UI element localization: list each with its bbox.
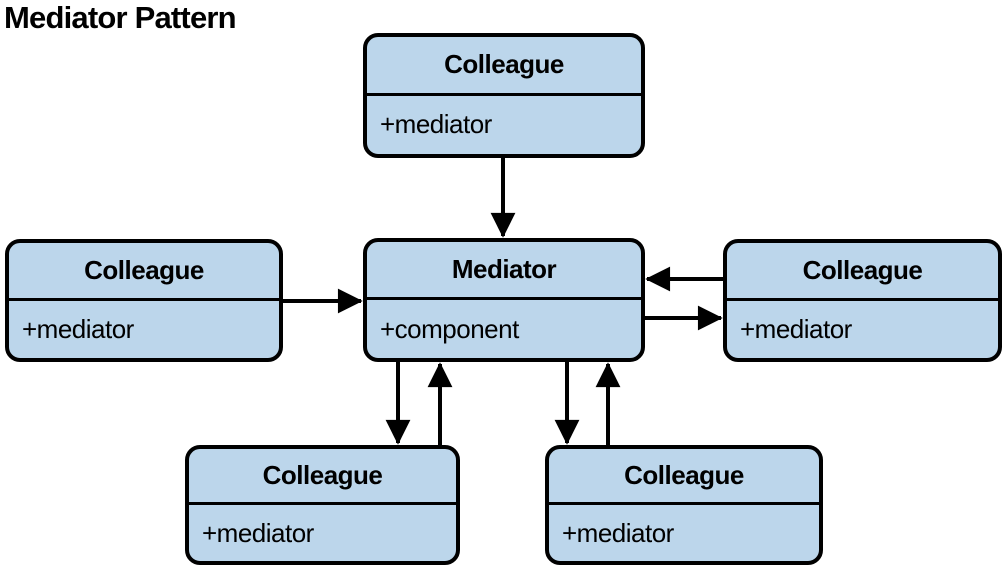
class-name-label: Colleague: [727, 243, 998, 301]
class-box-colleague-bottom-left: Colleague +mediator: [185, 445, 460, 565]
diagram-title: Mediator Pattern: [4, 0, 237, 35]
class-attribute-label: +mediator: [562, 517, 674, 548]
class-box-colleague-bottom-right: Colleague +mediator: [545, 445, 823, 565]
class-name-label: Mediator: [367, 242, 641, 300]
class-name-label: Colleague: [9, 243, 279, 301]
class-attribute-label: +mediator: [22, 313, 134, 344]
class-attribute-label: +mediator: [202, 517, 314, 548]
class-name-label: Colleague: [189, 449, 456, 505]
class-attribute-label: +mediator: [740, 313, 852, 344]
class-box-colleague-right: Colleague +mediator: [723, 239, 1002, 362]
class-box-colleague-left: Colleague +mediator: [5, 239, 283, 362]
class-attribute-label: +component: [380, 313, 519, 344]
class-name-label: Colleague: [367, 37, 641, 96]
class-name-label: Colleague: [549, 449, 819, 505]
class-attribute-label: +mediator: [380, 109, 492, 140]
class-box-colleague-top: Colleague +mediator: [363, 33, 645, 158]
class-box-mediator: Mediator +component: [363, 238, 645, 362]
